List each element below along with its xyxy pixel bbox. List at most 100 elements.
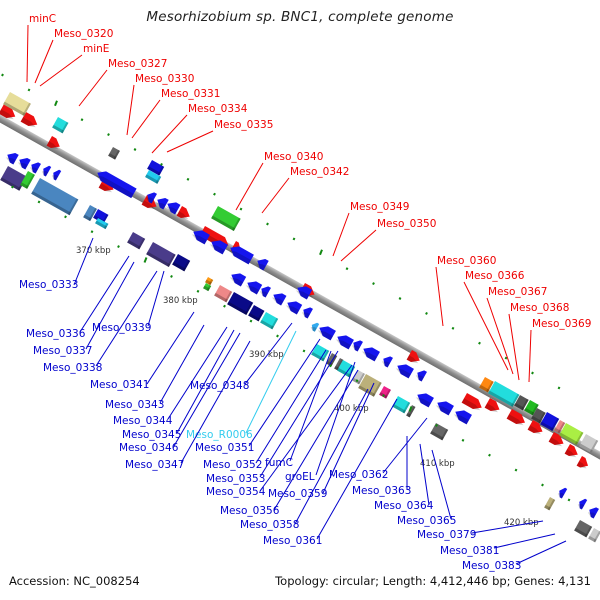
forward-gene-label[interactable]: Meso_0340 bbox=[264, 151, 323, 163]
reverse-gene-label[interactable]: groEL bbox=[285, 471, 315, 483]
forward-gene-label[interactable]: Meso_0350 bbox=[377, 218, 436, 230]
gene-box-orange2-shade bbox=[205, 279, 212, 286]
kbp-tick-label: 390 kbp bbox=[249, 350, 284, 360]
reverse-label-leader bbox=[167, 326, 228, 420]
forward-gene-label[interactable]: minC bbox=[29, 13, 56, 25]
gene-box-blue-edge bbox=[157, 165, 165, 176]
reverse-gene-body bbox=[337, 335, 354, 350]
forward-gene-shade bbox=[548, 437, 563, 447]
gene-box-lightblue-edge bbox=[155, 175, 162, 184]
reverse-gene-shade bbox=[587, 512, 597, 519]
reverse-gene bbox=[209, 240, 228, 255]
forward-label-leader bbox=[166, 130, 214, 153]
reverse-gene-label[interactable]: Meso_0351 bbox=[195, 442, 254, 454]
forward-gene-label[interactable]: Meso_0320 bbox=[54, 28, 113, 40]
gene-box-navy2-face bbox=[227, 292, 254, 315]
reverse-label-leader bbox=[85, 261, 135, 350]
reverse-gene bbox=[381, 356, 393, 368]
reverse-gene-label[interactable]: Meso_0353 bbox=[206, 473, 265, 485]
forward-gene-label[interactable]: Meso_0335 bbox=[214, 119, 273, 131]
gene-box-khaki2-face bbox=[544, 497, 556, 511]
reverse-gene-label[interactable]: Meso_0383 bbox=[462, 560, 521, 572]
reverse-gene-label[interactable]: Meso_0359 bbox=[268, 488, 327, 500]
reverse-gene-label[interactable]: Meso_0363 bbox=[352, 485, 411, 497]
forward-gene-label[interactable]: Meso_0366 bbox=[465, 270, 525, 282]
gene-box-magenta-face bbox=[379, 386, 391, 399]
forward-gene-shade bbox=[98, 183, 113, 193]
genome-title: Mesorhizobium sp. BNC1, complete genome bbox=[146, 9, 454, 25]
forward-gene-label[interactable]: Meso_0334 bbox=[188, 103, 248, 115]
gene-box-green bbox=[211, 206, 241, 231]
gene-box-lightblue2-face bbox=[95, 218, 109, 230]
forward-gene-label[interactable]: Meso_0330 bbox=[135, 73, 194, 85]
forward-label-leader bbox=[78, 69, 108, 107]
gene-box-orange2 bbox=[205, 277, 214, 286]
reverse-label-leader bbox=[273, 369, 359, 511]
forward-gene-body bbox=[527, 420, 543, 434]
reverse-label-leader bbox=[322, 382, 375, 494]
reverse-gene-shade bbox=[361, 351, 377, 362]
forward-gene-label[interactable]: Meso_0342 bbox=[290, 166, 349, 178]
minor-tick bbox=[514, 468, 518, 472]
reverse-gene-label[interactable]: fumC bbox=[265, 457, 293, 469]
forward-gene-body bbox=[564, 444, 578, 457]
gene-box-navy2-edge bbox=[244, 301, 254, 315]
minor-tick bbox=[531, 371, 534, 375]
reverse-label-leader bbox=[73, 237, 94, 286]
reverse-gene-label[interactable]: Meso_0379 bbox=[417, 529, 476, 541]
forward-gene-label[interactable]: Meso_0367 bbox=[488, 286, 547, 298]
forward-gene-label[interactable]: Meso_0331 bbox=[161, 88, 220, 100]
reverse-gene-label[interactable]: Meso_0356 bbox=[220, 505, 280, 517]
reverse-gene-label[interactable]: Meso_0358 bbox=[240, 519, 299, 531]
reverse-gene-label[interactable]: Meso_0361 bbox=[263, 535, 322, 547]
forward-gene-label[interactable]: Meso_0369 bbox=[532, 318, 591, 330]
reverse-gene-shade bbox=[381, 361, 391, 368]
reverse-gene-label[interactable]: Meso_0381 bbox=[440, 545, 499, 557]
reverse-gene-shade bbox=[285, 305, 300, 315]
reverse-gene bbox=[301, 307, 313, 319]
forward-gene-label[interactable]: Meso_0327 bbox=[108, 58, 167, 70]
reverse-gene bbox=[41, 165, 52, 177]
reverse-gene-label[interactable]: Meso_0364 bbox=[374, 500, 434, 512]
gene-box-lime-edge bbox=[574, 431, 584, 446]
reverse-gene-body bbox=[273, 293, 287, 306]
reverse-gene-label[interactable]: Meso_R0006 bbox=[186, 429, 253, 441]
gene-box-yellow-face bbox=[3, 92, 31, 116]
reverse-gene-label[interactable]: Meso_0344 bbox=[113, 415, 173, 427]
reverse-gene-label[interactable]: Meso_0336 bbox=[26, 328, 86, 340]
reverse-label-leader bbox=[255, 349, 327, 464]
reverse-gene-label[interactable]: Meso_0348 bbox=[190, 380, 249, 392]
reverse-gene-label[interactable]: Meso_0352 bbox=[203, 459, 262, 471]
gene-box-orange2-face bbox=[205, 277, 214, 286]
reverse-gene-shade bbox=[51, 175, 59, 181]
forward-gene-label[interactable]: Meso_0349 bbox=[350, 201, 409, 213]
reverse-gene-shade bbox=[5, 157, 16, 165]
gene-box-darkgray-face bbox=[514, 395, 529, 411]
reverse-gene-label[interactable]: Meso_0339 bbox=[92, 322, 151, 334]
gene-box-gray-face bbox=[108, 147, 120, 160]
reverse-gene-label[interactable]: Meso_0347 bbox=[125, 459, 184, 471]
reverse-gene-label[interactable]: Meso_0341 bbox=[90, 379, 149, 391]
reverse-gene-label[interactable]: Meso_0338 bbox=[43, 362, 102, 374]
reverse-gene-label[interactable]: Meso_0345 bbox=[122, 429, 181, 441]
reverse-gene-label[interactable]: Meso_0333 bbox=[19, 279, 78, 291]
gene-box-lightgray3-edge bbox=[593, 530, 600, 543]
reverse-gene-label[interactable]: Meso_0354 bbox=[206, 486, 266, 498]
minor-tick bbox=[80, 118, 84, 122]
forward-gene-label[interactable]: Meso_0360 bbox=[437, 255, 496, 267]
forward-gene-label[interactable]: minE bbox=[83, 43, 109, 55]
reverse-gene bbox=[245, 281, 263, 295]
reverse-gene-label[interactable]: Meso_0337 bbox=[33, 345, 92, 357]
reverse-gene bbox=[17, 157, 31, 170]
reverse-gene-label[interactable]: Meso_0362 bbox=[329, 469, 388, 481]
reverse-gene-shade bbox=[255, 263, 266, 271]
forward-gene-label[interactable]: Meso_0368 bbox=[510, 302, 569, 314]
reverse-gene-label[interactable]: Meso_0343 bbox=[105, 399, 164, 411]
gene-box-cyan3-face bbox=[260, 312, 279, 330]
forward-label-leader bbox=[528, 329, 532, 383]
reverse-gene-shade bbox=[95, 175, 134, 199]
reverse-gene-label[interactable]: Meso_0346 bbox=[119, 442, 179, 454]
reverse-gene-label[interactable]: Meso_0365 bbox=[397, 515, 456, 527]
reverse-label-leader bbox=[176, 329, 235, 434]
